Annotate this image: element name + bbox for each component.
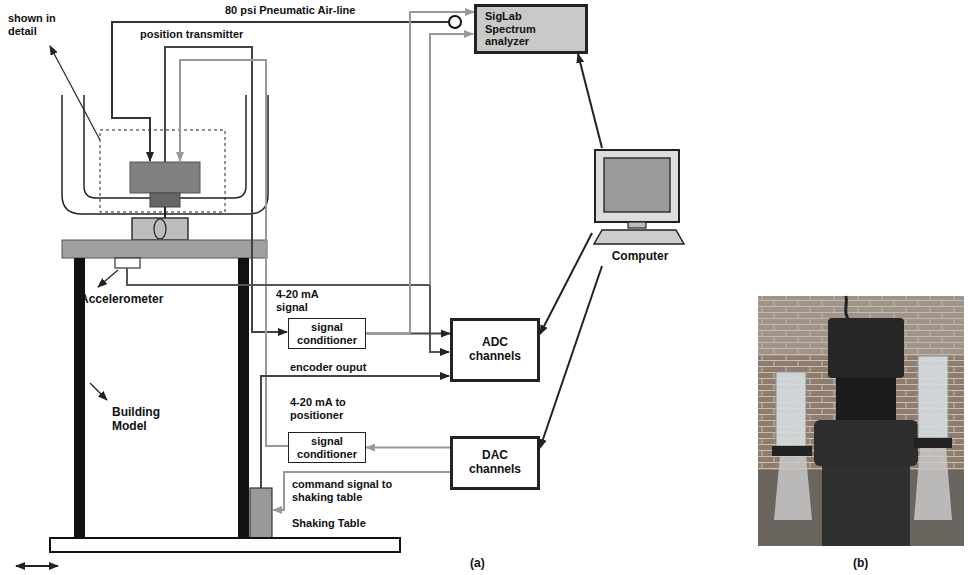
leader-line	[50, 46, 100, 140]
signal-connector	[578, 54, 602, 148]
panel-label: (a)	[470, 556, 485, 570]
valve-body	[132, 218, 188, 240]
valve-stem	[164, 207, 166, 218]
positioner-wire	[180, 60, 288, 446]
computer-keyboard	[594, 230, 684, 244]
signal-connector	[366, 447, 450, 449]
photo-cylinder	[918, 356, 948, 438]
part-label: Accelerometer	[80, 292, 163, 306]
signal-connector	[540, 266, 602, 448]
air-supply-port	[449, 16, 461, 28]
part-label: Building Model	[112, 405, 174, 433]
node-text: ADC channels	[464, 336, 526, 364]
signal-label: position transmitter	[140, 28, 243, 41]
adc-box: ADC channels	[450, 318, 540, 382]
air-line	[112, 22, 449, 161]
node-text: SigLab Spectrum analyzer	[485, 10, 547, 48]
signal-label: command signal to shaking table	[292, 478, 404, 504]
detail-note: shown in detail	[8, 12, 66, 38]
leader-line	[90, 383, 107, 400]
photo-cylinder	[776, 372, 806, 446]
valve-actuator	[130, 162, 200, 193]
air-line-label: 80 psi Pneumatic Air-line	[225, 4, 355, 17]
computer-screen	[604, 158, 670, 212]
part-label: Shaking Table	[292, 517, 366, 530]
photo-b	[758, 296, 964, 546]
photo-valve	[814, 420, 918, 466]
table-encoder	[250, 488, 272, 538]
node-text: DAC channels	[464, 449, 526, 477]
command-wire	[273, 472, 450, 510]
valve-positioner	[150, 193, 180, 207]
roof-slab	[62, 240, 267, 258]
analyzer-box: SigLab Spectrum analyzer	[474, 4, 588, 54]
leader-line	[98, 270, 118, 287]
photo-actuator	[828, 318, 904, 378]
computer-icon: Computer	[592, 148, 688, 266]
accelerometer-branch	[430, 34, 473, 285]
dac-box: DAC channels	[450, 436, 540, 490]
computer-stand	[628, 222, 646, 228]
photo-wall	[758, 296, 964, 546]
position-wire	[165, 47, 287, 332]
accelerometer-wire	[127, 268, 449, 352]
conditioner-box: signal conditioner	[288, 432, 366, 463]
building-column	[238, 258, 249, 538]
photo-base	[822, 466, 910, 546]
accelerometer-symbol	[115, 258, 140, 268]
computer-monitor	[595, 150, 679, 222]
conditioner-box: signal conditioner	[288, 318, 366, 349]
signal-connector	[366, 12, 474, 334]
signal-label: encoder ouput	[290, 361, 366, 374]
node-text: signal conditioner	[291, 321, 363, 346]
valve-orifice	[154, 219, 166, 239]
photo-bracket	[774, 448, 952, 520]
motion-arrow	[16, 565, 58, 567]
shaking-table	[50, 538, 400, 552]
panel-label: (b)	[853, 556, 868, 570]
signal-label: 4-20 mA signal	[276, 288, 328, 314]
detail-frame	[100, 130, 225, 212]
node-text: signal conditioner	[291, 435, 363, 460]
photo-positioner	[836, 378, 896, 422]
signal-label: 4-20 mA to positioner	[290, 396, 374, 422]
node-text: Computer	[612, 250, 669, 264]
